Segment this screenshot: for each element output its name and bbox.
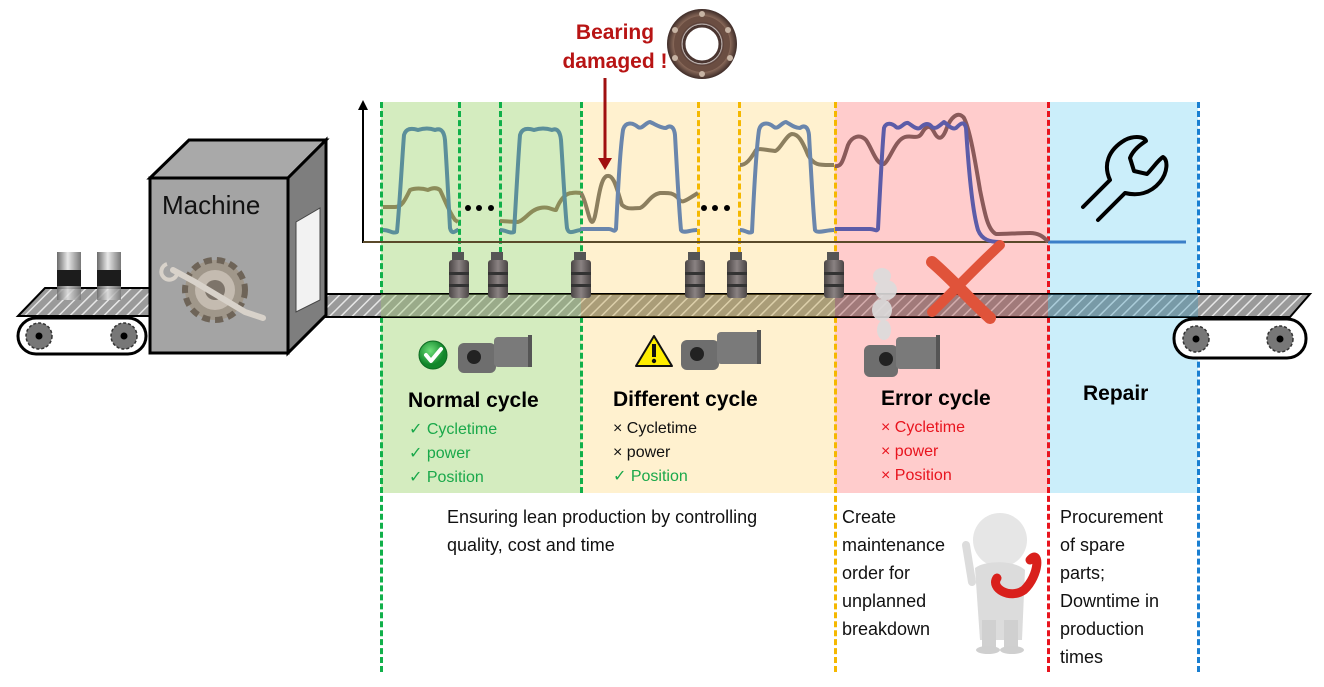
note-repair: Procurement of spare parts; Downtime in … bbox=[1060, 507, 1164, 667]
bearing-damage-arrow bbox=[598, 78, 612, 170]
wrench-icon bbox=[1081, 135, 1169, 222]
warning-triangle-icon bbox=[635, 335, 673, 367]
signal-normal-cycle-2 bbox=[499, 126, 582, 235]
gear-wheel-left-1 bbox=[25, 322, 53, 350]
gear-motor-different bbox=[681, 330, 761, 370]
gear-wheel-left-2 bbox=[110, 322, 138, 350]
note-lean-production: Ensuring lean production by controlling … bbox=[447, 507, 758, 555]
bearing-label-line2: damaged ! bbox=[562, 50, 668, 73]
criterion-item: × Cycletime bbox=[881, 419, 966, 436]
person-phone-icon bbox=[962, 513, 1042, 654]
smoke-icon bbox=[872, 268, 897, 340]
criterion-item: ✓ power bbox=[409, 445, 471, 462]
criteria-normal: ✓ Cycletime ✓ power ✓ Position bbox=[409, 418, 497, 490]
part-units bbox=[449, 252, 844, 298]
criterion-item: × Position bbox=[881, 467, 952, 484]
machine-box bbox=[146, 136, 330, 357]
bearing-label-line1: Bearing bbox=[575, 21, 655, 44]
signal-different-cycle-2 bbox=[739, 120, 835, 235]
ellipsis-dots-1 bbox=[465, 205, 494, 211]
conveyor-tint-repair bbox=[1048, 294, 1198, 317]
bearing-icon bbox=[667, 9, 737, 79]
separator-error-end bbox=[1047, 102, 1050, 672]
criterion-item: ✓ Cycletime bbox=[409, 421, 498, 438]
machine-label: Machine bbox=[162, 190, 261, 220]
phase-title-different: Different cycle bbox=[613, 388, 758, 411]
separator-normal-start bbox=[380, 102, 383, 672]
criteria-error: × Cycletime × power × Position bbox=[881, 416, 965, 488]
criterion-item: ✓ Position bbox=[613, 468, 688, 485]
separator-cycle-2 bbox=[499, 102, 502, 262]
criterion-item: × power bbox=[881, 443, 939, 460]
phase-title-repair: Repair bbox=[1083, 382, 1149, 405]
failure-cross-icon bbox=[926, 240, 1005, 324]
gear-wrench-icon bbox=[159, 257, 266, 323]
criteria-different: × Cycletime × power ✓ Position bbox=[613, 417, 697, 489]
bearing-damaged-label: Bearing damaged ! bbox=[560, 18, 670, 76]
signal-chart-axes bbox=[358, 100, 1186, 244]
ellipsis-dots-2 bbox=[701, 205, 730, 211]
gear-motor-error bbox=[864, 335, 940, 377]
phase-title-normal: Normal cycle bbox=[408, 389, 539, 412]
gear-motor-normal bbox=[458, 335, 532, 373]
conveyor-tint-different bbox=[581, 294, 835, 317]
criterion-item: × power bbox=[613, 444, 671, 461]
separator-cycle-1 bbox=[458, 102, 461, 262]
check-circle-icon bbox=[418, 340, 448, 370]
conveyor-right-wheels bbox=[1172, 317, 1308, 360]
signal-normal-cycle-1 bbox=[382, 126, 460, 235]
note-maintenance-order: Create maintenance order for unplanned b… bbox=[842, 507, 946, 639]
separator-repair-end bbox=[1197, 102, 1200, 672]
conveyor-tint-normal bbox=[381, 294, 581, 317]
signal-different-cycle-1 bbox=[579, 120, 700, 234]
raw-part-1 bbox=[57, 252, 81, 300]
raw-part-2 bbox=[97, 252, 121, 300]
phase-title-error: Error cycle bbox=[881, 387, 991, 410]
signal-error-cycle bbox=[834, 112, 1050, 244]
separator-different-end bbox=[834, 102, 837, 672]
separator-cycle-4 bbox=[738, 102, 741, 262]
criterion-item: × Cycletime bbox=[613, 420, 698, 437]
criterion-item: ✓ Position bbox=[409, 469, 484, 486]
separator-cycle-3 bbox=[697, 102, 700, 262]
